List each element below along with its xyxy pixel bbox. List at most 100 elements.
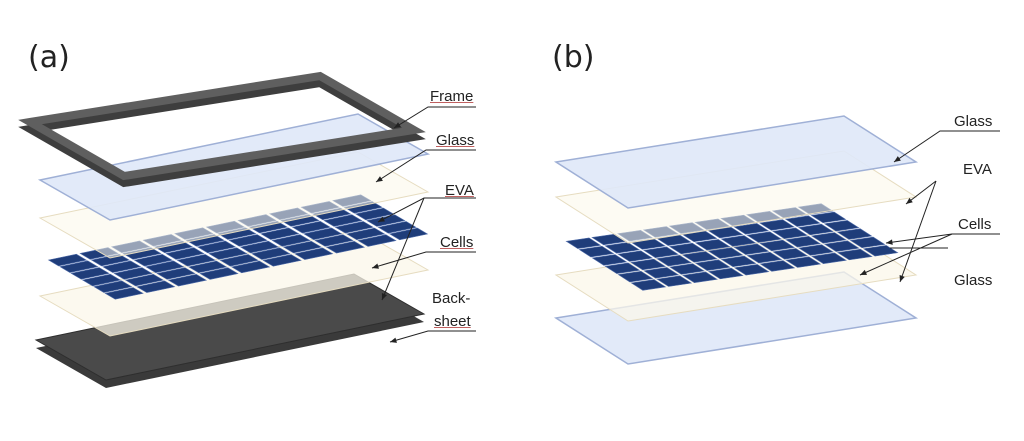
solar-cell bbox=[93, 280, 133, 293]
solar-cell bbox=[262, 254, 302, 267]
solar-cell bbox=[156, 267, 196, 280]
leader-arrowhead bbox=[899, 275, 905, 282]
solar-cell bbox=[345, 227, 386, 241]
solar-cell bbox=[785, 236, 821, 248]
solar-cell bbox=[784, 215, 821, 227]
solar-cell bbox=[219, 254, 259, 267]
solar-cell bbox=[70, 267, 110, 280]
solar-cell bbox=[239, 240, 280, 254]
leader-eva-a-lower bbox=[381, 197, 425, 301]
leader-arrowhead bbox=[860, 269, 867, 275]
solar-cell bbox=[617, 250, 654, 262]
solar-cell bbox=[208, 247, 248, 260]
solar-cell bbox=[59, 260, 99, 273]
solar-cell bbox=[759, 239, 796, 252]
solar-cell bbox=[823, 220, 860, 232]
solar-cell bbox=[113, 267, 153, 280]
solar-cell bbox=[707, 247, 744, 259]
label-glass-a: Glass bbox=[436, 132, 475, 149]
solar-cell bbox=[388, 227, 429, 241]
leader-arrowhead bbox=[906, 197, 913, 204]
solar-cell bbox=[366, 214, 406, 227]
solar-cell bbox=[294, 247, 334, 260]
leader-arrowhead bbox=[394, 122, 401, 128]
solar-cell bbox=[811, 252, 847, 264]
panel-a-layers bbox=[18, 71, 431, 388]
leader-glass-a bbox=[375, 149, 476, 183]
label-cells-a: Cells bbox=[440, 234, 474, 251]
solar-cell bbox=[228, 234, 268, 247]
solar-cell bbox=[810, 232, 847, 244]
solar-cell bbox=[165, 247, 205, 260]
solar-cell bbox=[772, 227, 808, 239]
leader-eva-b-lower bbox=[899, 180, 937, 283]
solar-cell bbox=[643, 267, 680, 279]
solar-cell bbox=[656, 275, 693, 287]
solar-cell bbox=[136, 280, 176, 293]
label-glass-bottom-b: Glass bbox=[954, 272, 993, 289]
leader-arrowhead bbox=[894, 156, 901, 162]
leader-arrowhead bbox=[376, 176, 383, 182]
solar-cell bbox=[630, 279, 667, 291]
solar-cell bbox=[325, 241, 366, 254]
solar-cell bbox=[282, 240, 323, 254]
solar-cell bbox=[133, 254, 174, 267]
label-cells-b: Cells bbox=[958, 216, 992, 233]
leader-arrowhead bbox=[390, 337, 397, 343]
leader-cells-b-2 bbox=[859, 233, 953, 276]
solar-cell bbox=[357, 234, 397, 247]
solar-cell bbox=[167, 274, 208, 287]
solar-cell bbox=[102, 260, 142, 273]
solar-cell bbox=[656, 255, 692, 267]
solar-cell bbox=[759, 219, 795, 231]
solar-cell bbox=[823, 240, 860, 252]
solar-cell bbox=[733, 243, 770, 255]
solar-cell bbox=[707, 267, 744, 280]
leader-backsheet bbox=[389, 330, 476, 343]
solar-cell bbox=[862, 245, 899, 257]
solar-cell bbox=[251, 247, 291, 260]
panel-b-layers bbox=[553, 115, 919, 365]
solar-cell bbox=[104, 287, 144, 300]
solar-cell bbox=[334, 221, 374, 234]
solar-cell bbox=[323, 214, 363, 227]
solar-cell bbox=[836, 228, 873, 240]
solar-cell bbox=[314, 234, 354, 247]
panel-b-tag: (b) bbox=[552, 40, 595, 75]
solar-cell bbox=[694, 259, 731, 271]
solar-cell bbox=[746, 231, 783, 243]
leader-arrowhead bbox=[381, 293, 387, 300]
solar-cell bbox=[591, 254, 628, 266]
solar-cell bbox=[733, 223, 770, 235]
solar-cell bbox=[720, 235, 757, 247]
solar-cell bbox=[668, 242, 705, 255]
glass-top-layer bbox=[553, 115, 919, 209]
solar-cell bbox=[187, 260, 228, 274]
label-backsheet-line1: Back- bbox=[432, 290, 471, 307]
solar-cell bbox=[682, 271, 718, 283]
frame-layer bbox=[18, 71, 426, 181]
solar-cell bbox=[124, 273, 165, 287]
solar-cell bbox=[176, 254, 216, 267]
leader-frame bbox=[393, 106, 476, 129]
label-eva-a: EVA bbox=[445, 182, 474, 199]
solar-cell bbox=[630, 258, 667, 271]
solar-cell bbox=[746, 251, 783, 264]
frame-side bbox=[18, 78, 426, 188]
solar-cell bbox=[681, 251, 718, 263]
leader-lines bbox=[371, 106, 1000, 343]
solar-cell bbox=[759, 260, 796, 272]
solar-cell bbox=[604, 262, 641, 274]
solar-cell bbox=[720, 255, 757, 268]
solar-cell bbox=[849, 236, 886, 249]
solar-cell bbox=[810, 211, 847, 224]
solar-cell bbox=[260, 227, 300, 240]
label-frame: Frame bbox=[430, 88, 474, 105]
leader-arrowhead bbox=[372, 263, 379, 269]
solar-cell bbox=[797, 223, 834, 236]
solar-cell bbox=[565, 237, 602, 249]
solar-cell bbox=[798, 244, 834, 256]
solar-cell bbox=[196, 240, 237, 254]
solar-cell bbox=[199, 267, 239, 280]
